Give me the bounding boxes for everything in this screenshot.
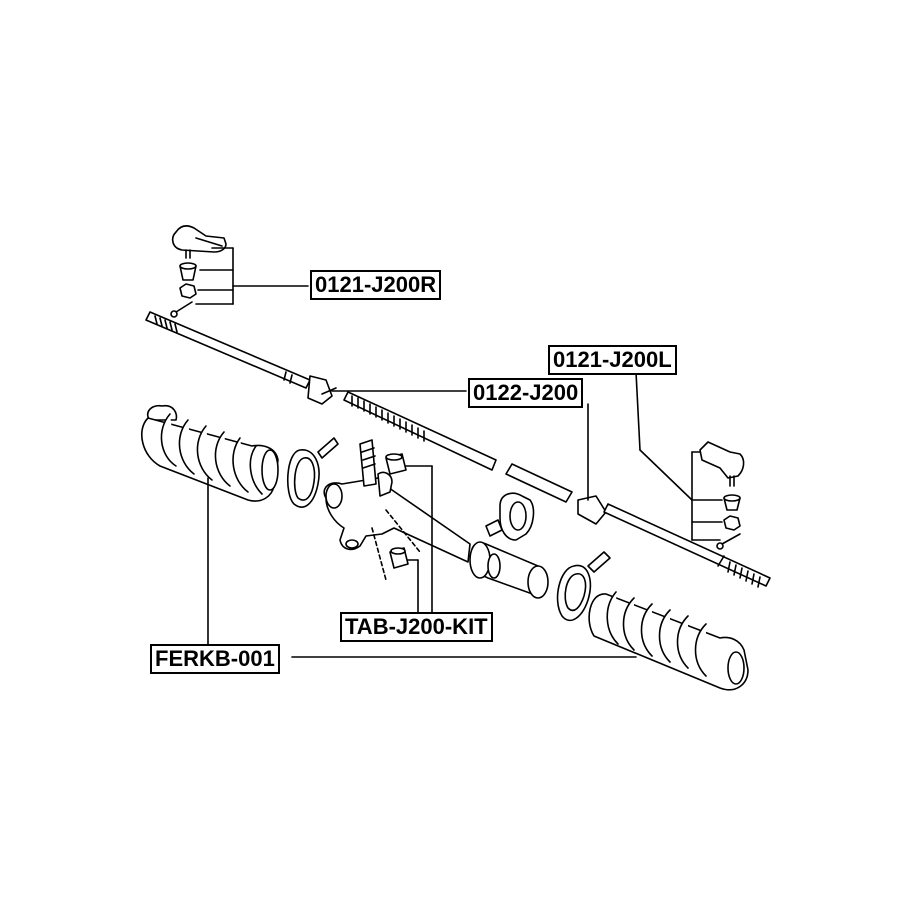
rack-housing-drawing <box>323 439 471 581</box>
part-label-tie-rod-end-right: 0121-J200R <box>310 270 442 300</box>
inner-rod-leader <box>331 390 589 501</box>
part-label-rack-bushing-kit: TAB-J200-KIT <box>340 612 493 642</box>
rack-tube-sleeve-drawing <box>469 541 549 599</box>
tab-kit-leader <box>405 465 433 613</box>
rack-bushing-bottom-drawing <box>389 547 409 569</box>
outer-tie-rod-right-drawing <box>145 311 337 405</box>
right-end-leader <box>195 247 309 305</box>
part-label-steering-boot: FERKB-001 <box>150 644 280 674</box>
part-label-inner-tie-rod: 0122-J200 <box>468 378 584 408</box>
rack-bracket-drawing <box>485 492 535 541</box>
left-tie-rod-end-drawing <box>699 441 745 550</box>
rack-bushing-top-drawing <box>385 453 407 475</box>
boot-clamp-right-drawing <box>286 437 339 508</box>
boot-clamp-left-drawing <box>556 551 611 622</box>
boot-right-drawing <box>140 404 279 502</box>
outer-tie-rod-left-drawing <box>577 495 771 588</box>
rack-bar-drawing <box>343 391 573 503</box>
right-tie-rod-end-drawing <box>170 225 227 318</box>
boot-leader <box>207 477 637 658</box>
part-label-tie-rod-end-left: 0121-J200L <box>548 345 677 375</box>
boot-left-drawing <box>588 591 749 691</box>
left-end-leader <box>635 371 723 541</box>
